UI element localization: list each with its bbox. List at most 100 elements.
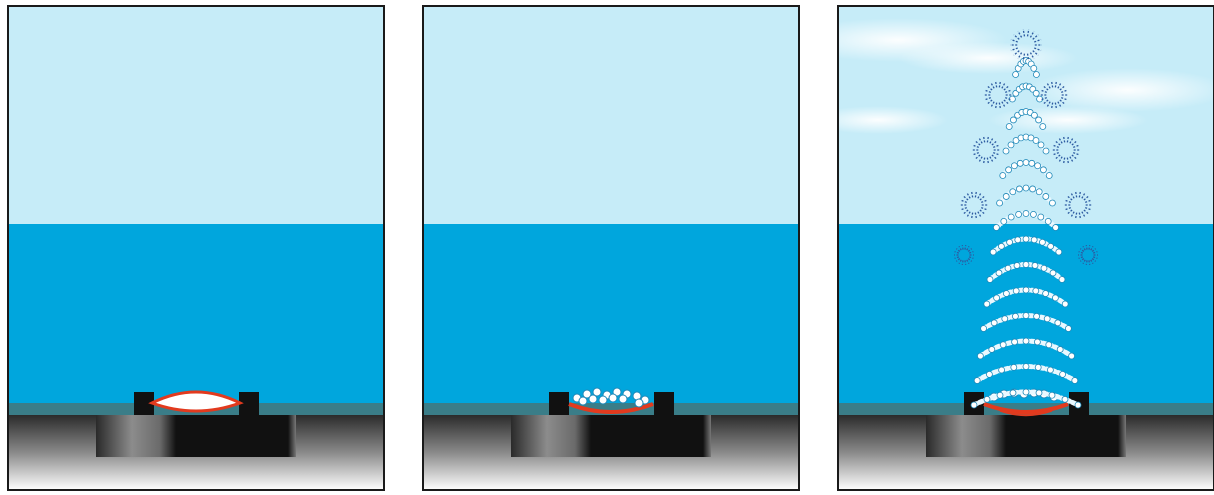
mist-ray	[1061, 97, 1068, 101]
jet-droplet	[1031, 262, 1039, 269]
mist-ray	[1046, 101, 1051, 108]
mist-ray	[984, 97, 991, 101]
mist-ray	[1040, 89, 1047, 93]
mist-ray	[1085, 207, 1092, 211]
mist-ray	[984, 89, 991, 93]
mist-ray	[972, 144, 979, 148]
mist-ray	[1078, 191, 1082, 198]
mist-ray	[1062, 157, 1066, 164]
left-post	[134, 392, 154, 415]
jet-droplet	[1009, 188, 1017, 196]
mist-ray	[967, 258, 973, 262]
mist-ray	[970, 191, 974, 198]
jet-droplet	[1034, 338, 1041, 346]
mist-ray	[1092, 250, 1098, 254]
mist-ray	[974, 140, 981, 146]
membrane	[568, 402, 654, 414]
membrane	[148, 390, 244, 413]
jet-droplet	[1005, 166, 1012, 174]
sky	[8, 6, 384, 224]
jet-droplet	[998, 366, 1005, 374]
right-post	[654, 392, 674, 415]
droplet	[578, 396, 588, 406]
jet-droplet	[1002, 147, 1010, 155]
mist-ray	[1078, 250, 1084, 254]
jet-droplet	[1033, 71, 1040, 78]
mist-ray	[1083, 195, 1090, 201]
jet-droplet	[996, 391, 1004, 399]
mist-ray	[1062, 136, 1066, 143]
mist-ray	[990, 82, 995, 89]
jet-droplet	[1012, 287, 1020, 295]
jet-droplet	[1013, 262, 1021, 269]
jet-droplet	[1002, 193, 1010, 200]
mist-ray	[1026, 53, 1030, 61]
mist-ray	[1058, 137, 1063, 144]
jet-droplet	[1010, 116, 1017, 124]
jet-droplet	[989, 248, 997, 256]
jet-droplet	[1054, 319, 1062, 327]
droplet	[592, 387, 602, 397]
mist-ray	[982, 157, 986, 164]
jet-droplet	[993, 294, 1000, 302]
jet-droplet	[977, 352, 984, 360]
water	[423, 224, 799, 403]
fountain-jet	[970, 57, 1082, 409]
jet-droplet	[1010, 363, 1018, 371]
panel-3	[837, 5, 1214, 491]
panel-frame	[7, 5, 385, 491]
membrane-ripple	[999, 410, 1053, 417]
jet-droplet	[1035, 188, 1043, 196]
mist-ray	[1079, 248, 1085, 252]
mist-ray	[1022, 53, 1026, 61]
jet-droplet	[1035, 116, 1042, 124]
jet-droplet	[1012, 312, 1019, 320]
panel-content	[423, 6, 799, 490]
jet-droplet	[1007, 213, 1015, 221]
mist-ray	[1003, 85, 1010, 91]
jet-droplet	[983, 300, 991, 308]
jet-droplet	[1031, 111, 1038, 119]
sky	[423, 6, 799, 224]
jet-droplet	[1037, 213, 1045, 221]
mist-ray	[1064, 199, 1071, 203]
mist-ray	[1022, 29, 1026, 37]
transducer-housing	[96, 415, 296, 457]
mist-ray	[986, 85, 993, 91]
transducer-housing	[926, 415, 1126, 457]
jet-droplet	[1065, 325, 1072, 332]
jet-droplet	[983, 395, 991, 403]
jet-droplet	[1049, 199, 1056, 207]
clouds	[838, 18, 1214, 134]
jet-droplet	[1043, 315, 1051, 323]
jet-droplet	[1032, 287, 1040, 295]
panel-content	[8, 6, 384, 490]
mist-ray	[986, 157, 990, 164]
jet-droplet	[1022, 159, 1030, 166]
mist-ray	[989, 137, 994, 144]
transducer-housing	[511, 415, 711, 457]
mist-ray	[1034, 47, 1042, 52]
mist-ray	[1010, 38, 1018, 43]
mist-ray	[1054, 140, 1061, 146]
mist-ray	[968, 256, 974, 260]
mist-ray	[1074, 212, 1078, 219]
mist-ray	[972, 152, 979, 156]
mist-ray	[1050, 81, 1054, 88]
panel-frame	[837, 5, 1214, 491]
jet-droplet	[1015, 210, 1022, 218]
cloud	[898, 42, 1078, 74]
mist-ray	[982, 136, 986, 143]
mist-ray	[1001, 101, 1006, 108]
mist-ray	[1069, 137, 1074, 144]
mist-ray	[1066, 157, 1070, 164]
mist-ray	[1052, 144, 1059, 148]
jet-droplet	[1022, 388, 1030, 396]
mist-ray	[1059, 85, 1066, 91]
jet-droplet	[1006, 238, 1013, 246]
jet-droplet	[1033, 312, 1040, 320]
jet-droplet	[988, 346, 996, 353]
mist-ray	[1005, 97, 1012, 101]
jet-droplet	[973, 377, 981, 384]
jet-droplet	[1028, 159, 1036, 167]
